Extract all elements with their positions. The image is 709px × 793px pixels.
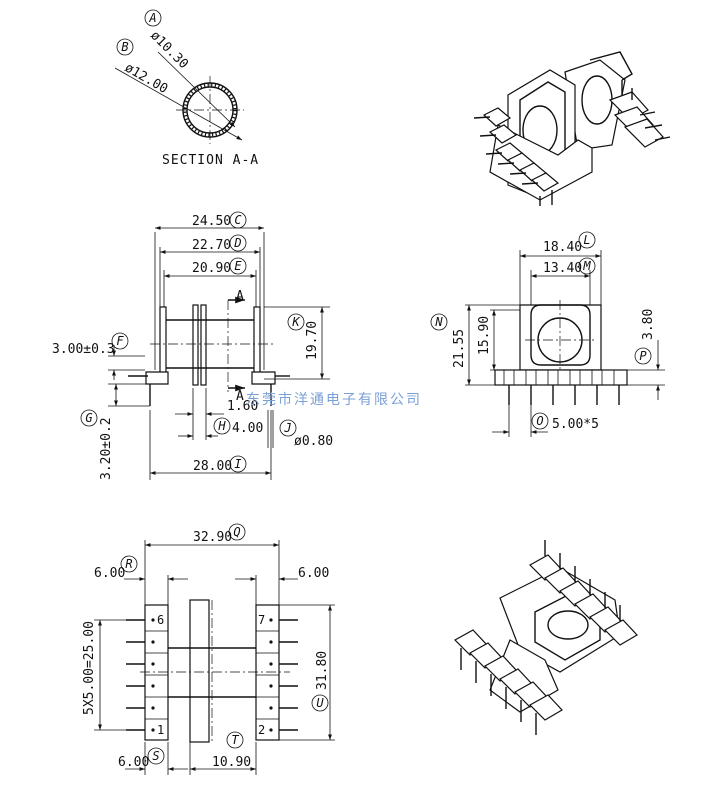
isometric-view-bottom [454,540,638,735]
dim-f-value: 3.00±0.3 [52,342,115,357]
callout-i: I [234,457,241,471]
callout-h: H [217,419,226,433]
callout-a-circle [144,9,162,27]
iso-pin-blocks-right [529,540,638,646]
callout-m: M [582,259,591,273]
pin-6-label: 6 [157,613,164,627]
callout-q: Q [233,525,240,539]
callout-b-circle [116,38,134,56]
dim-h1-value: 1.60 [227,399,258,414]
callout-e: E [234,259,242,273]
bottom-pins-left [126,618,168,732]
callout-t: T [231,733,239,747]
pin-2-label: 2 [258,723,265,737]
callout-n: N [434,315,443,329]
dim-p-value: 3.80 [641,309,656,340]
cut-a-bottom: A [236,389,244,404]
dim-s-value: 6.00 [118,755,149,770]
dim-g-value: 3.20±0.2 [99,417,114,480]
dim-t-value: 10.90 [212,755,251,770]
dim-e-value: 20.90 [192,261,231,276]
dim-c-value: 24.50 [192,214,231,229]
dim-j-value: ø0.80 [294,434,333,449]
dim-d-value: 22.70 [192,238,231,253]
callout-d: D [233,236,241,250]
dim-i-value: 28.00 [193,459,232,474]
dim-u-value: 31.80 [315,651,330,690]
iso-pin-blocks-left [454,629,563,735]
callout-p: P [639,349,647,363]
callout-u: U [316,696,324,710]
dim-pitch-value: 5X5.00=25.00 [82,621,97,715]
dim-h-value: 4.00 [232,421,263,436]
isometric-view-top [473,51,671,206]
dim-n-value: 21.55 [452,329,467,368]
dim-inner-height: 15.90 [477,316,492,355]
callout-o: O [536,414,543,428]
dim-k-value: 19.70 [305,321,320,360]
pin-7-label: 7 [258,613,265,627]
section-title: SECTION A-A [162,153,259,168]
dim-q-value: 32.90 [193,530,232,545]
dim-r2-value: 6.00 [298,566,329,581]
bottom-view: 32.90 Q 6.00 R 6.00 [82,523,335,775]
callout-j: J [283,421,291,435]
front-view: 24.50 C 22.70 D 20.90 E A A [52,211,333,480]
side-pins [503,370,620,405]
callout-l: L [583,233,590,247]
callout-f: F [116,334,124,348]
dim-l-value: 18.40 [543,240,582,255]
callout-g: G [85,411,92,425]
dim-o-value: 5.00*5 [552,417,599,432]
cut-a-top: A [236,289,244,304]
callout-k: K [291,315,300,329]
callout-b: B [121,40,128,54]
callout-a: A [148,11,156,25]
side-view: 18.40 L 13.40 M 21.55 N [430,231,665,437]
callout-s: S [152,749,159,763]
dim-outer-diameter: ø12.00 [122,60,170,96]
dim-inner-diameter: ø10.30 [147,28,191,72]
dim-r-value: 6.00 [94,566,125,581]
pin-1-label: 1 [157,723,164,737]
bottom-pins-right [256,618,298,732]
dim-m-value: 13.40 [543,261,582,276]
watermark-text: 东莞市洋通电子有限公司 [246,391,422,408]
section-a-a-view: A B ø10.30 ø12.00 SECTION A-A [114,9,259,168]
callout-r: R [125,557,132,571]
callout-c: C [234,213,242,227]
